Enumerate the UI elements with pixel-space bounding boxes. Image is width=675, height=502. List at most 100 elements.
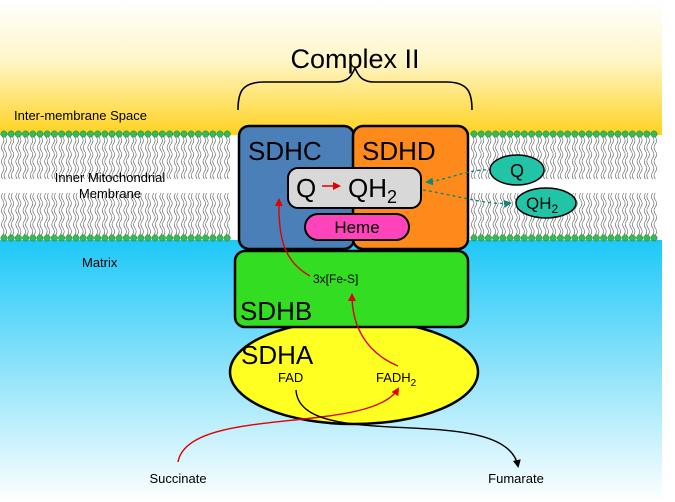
lipid-tail (603, 136, 607, 180)
lipid-tail (111, 136, 115, 180)
lipid-head (130, 130, 138, 138)
lipid-tail (116, 136, 120, 180)
lipid-tail (75, 192, 79, 236)
lipid-tail (205, 192, 209, 236)
lipid-tail (25, 192, 29, 236)
lipid-head (636, 130, 644, 138)
lipid-head (556, 234, 564, 242)
lipid-tail (176, 136, 180, 180)
lipid-head (650, 130, 658, 138)
lipid-tail (75, 136, 79, 180)
lipid-head (108, 234, 116, 242)
fad-label: FAD (278, 370, 303, 385)
lipid-tail (166, 136, 170, 180)
lipid-head (43, 234, 51, 242)
lipid-tail (651, 192, 655, 236)
lipid-tail (126, 136, 130, 180)
lipid-head (499, 234, 507, 242)
lipid-tail (65, 136, 70, 180)
lipid-tail (610, 192, 614, 236)
heme-cofactor (304, 213, 410, 241)
lipid-tail (8, 136, 12, 180)
lipid-head (79, 234, 87, 242)
lipid-tail (219, 136, 223, 180)
lipid-head (571, 234, 579, 242)
fadh2-label: FADH2 (376, 370, 417, 389)
lipid-tail (198, 136, 202, 180)
lipid-tail (159, 136, 163, 180)
lipid-tail (632, 192, 636, 236)
lipid-head (628, 234, 636, 242)
lipid-head (187, 130, 195, 138)
lipid-tail (202, 136, 206, 180)
lipid-tail (118, 136, 123, 180)
lipid-head (122, 234, 130, 242)
lipid-head (36, 130, 44, 138)
lipid-head (556, 130, 564, 138)
lipid-head (58, 234, 66, 242)
lipid-head (564, 234, 572, 242)
lipid-tail (65, 192, 70, 236)
lipid-head (50, 234, 58, 242)
lipid-tail (130, 136, 134, 180)
lipid-tail (615, 192, 619, 236)
lipid-head (86, 130, 94, 138)
lipid-head (209, 234, 217, 242)
lipid-head (216, 130, 224, 138)
lipid-tail (140, 136, 144, 180)
lipid-tail (202, 192, 206, 236)
lipid-head (137, 130, 145, 138)
lipid-head (101, 234, 109, 242)
lipid-head (65, 130, 73, 138)
lipid-head (0, 130, 8, 138)
lipid-tail (173, 136, 178, 180)
lipid-tail (624, 192, 629, 236)
lipid-head (58, 130, 66, 138)
lipid-head (470, 130, 478, 138)
lipid-tail (1, 192, 5, 236)
lipid-tail (564, 136, 568, 180)
lipid-head (564, 130, 572, 138)
lipid-head (549, 234, 557, 242)
lipid-tail (188, 136, 192, 180)
lipid-tail (600, 136, 604, 180)
lipid-head (14, 130, 22, 138)
lipid-tail (624, 136, 629, 180)
heme-label: Heme (334, 218, 379, 237)
lipid-head (194, 234, 202, 242)
lipid-tail (639, 192, 643, 236)
lipid-head (520, 130, 528, 138)
lipid-tail (543, 136, 547, 180)
lipid-tail (224, 136, 228, 180)
lipid-head (180, 234, 188, 242)
qh2-bubble-label: QH2 (526, 194, 559, 216)
lipid-head (585, 130, 593, 138)
lipid-head (144, 234, 152, 242)
lipid-tail (195, 136, 199, 180)
lipid-tail (104, 192, 108, 236)
lipid-tail (181, 192, 185, 236)
lipid-tail (145, 136, 149, 180)
lipid-tail (600, 192, 604, 236)
lipid-head (202, 130, 210, 138)
lipid-tail (169, 136, 173, 180)
lipid-tail (68, 192, 72, 236)
lipid-head (549, 130, 557, 138)
lipid-head (209, 130, 217, 138)
lipid-tail (586, 136, 590, 180)
lipid-tail (3, 192, 7, 236)
lipid-head (492, 130, 500, 138)
sdhb-label: SDHB (240, 296, 312, 326)
lipid-tail (94, 136, 98, 180)
lipid-tail (90, 192, 94, 236)
lipid-tail (478, 136, 482, 180)
electron-arrow-fes-to-q (274, 198, 311, 277)
lipid-head (528, 234, 536, 242)
lipid-tail (217, 192, 221, 236)
lipid-tail (552, 136, 557, 180)
intermembrane-space-region (0, 0, 662, 135)
lipid-head (223, 130, 231, 138)
lipid-tail (3, 136, 7, 180)
lipid-tail (226, 136, 231, 180)
sdhd-label: SDHD (362, 136, 436, 166)
